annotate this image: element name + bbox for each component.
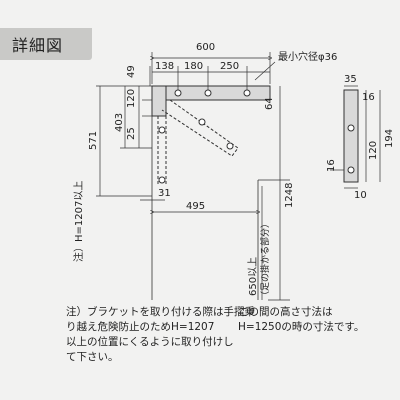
dim-64: 64 (264, 97, 275, 110)
hole-1 (174, 89, 182, 97)
dim-16a: 16 (362, 92, 375, 103)
bracket-main (151, 85, 271, 186)
dim-403: 403 (114, 113, 125, 132)
lower-post-dashed (157, 116, 167, 186)
side-view (343, 89, 359, 183)
right-note: この間の高さ寸法は H=1250の時の寸法です。 (238, 305, 364, 333)
stay-dashed (161, 99, 239, 157)
dim-25: 25 (126, 127, 137, 140)
dim-495: 495 (186, 201, 205, 212)
dim-250: 250 (220, 61, 239, 72)
left-note: 注）ブラケットを取り付ける際は手摺乗 り越え危険防止のためH=1207 以上の位… (66, 305, 255, 363)
dim-120b: 120 (368, 141, 379, 160)
dim-49: 49 (126, 65, 137, 78)
dim-120: 120 (126, 89, 137, 108)
hole-3 (243, 89, 251, 97)
dim-194: 194 (384, 129, 395, 148)
hole-2 (204, 89, 212, 97)
dim-35: 35 (344, 74, 357, 85)
dim-1248: 1248 (284, 183, 295, 208)
dim-650-sub: （足の掛かる部分） (259, 219, 271, 300)
left-dimensions (96, 66, 152, 197)
note-left-line-3: 以上の位置にくるように取り付けし (66, 335, 234, 348)
dim-180: 180 (184, 61, 203, 72)
note-right-line-2: H=1250の時の寸法です。 (238, 320, 364, 333)
title-tab: 詳細図 (0, 28, 92, 60)
dim-571: 571 (88, 131, 99, 150)
side-plate (343, 89, 359, 183)
bracket-base-plate (151, 85, 167, 117)
side-dimensions (330, 85, 381, 189)
dim-10: 10 (354, 190, 367, 201)
side-hole-1 (347, 124, 355, 132)
dim-650: 650以上 (247, 257, 259, 296)
lower-dimensions (140, 86, 281, 300)
hole-diameter-label: 最小穴径φ36 (278, 50, 337, 63)
note-left-line-1: 注）ブラケットを取り付ける際は手摺乗 (66, 305, 255, 318)
post-hole-2 (158, 176, 166, 184)
stay-hole-1 (198, 118, 206, 126)
note-left-line-2: り越え危険防止のためH=1207 (66, 320, 214, 333)
structure-lines (151, 116, 290, 301)
side-hole-2 (347, 166, 355, 174)
top-dimensions (152, 52, 276, 90)
note-right-line-1: この間の高さ寸法は (238, 305, 333, 318)
dim-total-width: 600 (196, 42, 215, 53)
dim-138: 138 (155, 61, 174, 72)
height-note: 注）H=1207以上 (72, 181, 85, 262)
dim-31: 31 (158, 188, 171, 199)
post-hole-1 (158, 126, 166, 134)
stay-hole-2 (226, 142, 234, 150)
dim-16b: 16 (326, 159, 337, 172)
drawing-title: 詳細図 (12, 36, 64, 55)
note-left-line-4: て下さい。 (66, 351, 119, 363)
